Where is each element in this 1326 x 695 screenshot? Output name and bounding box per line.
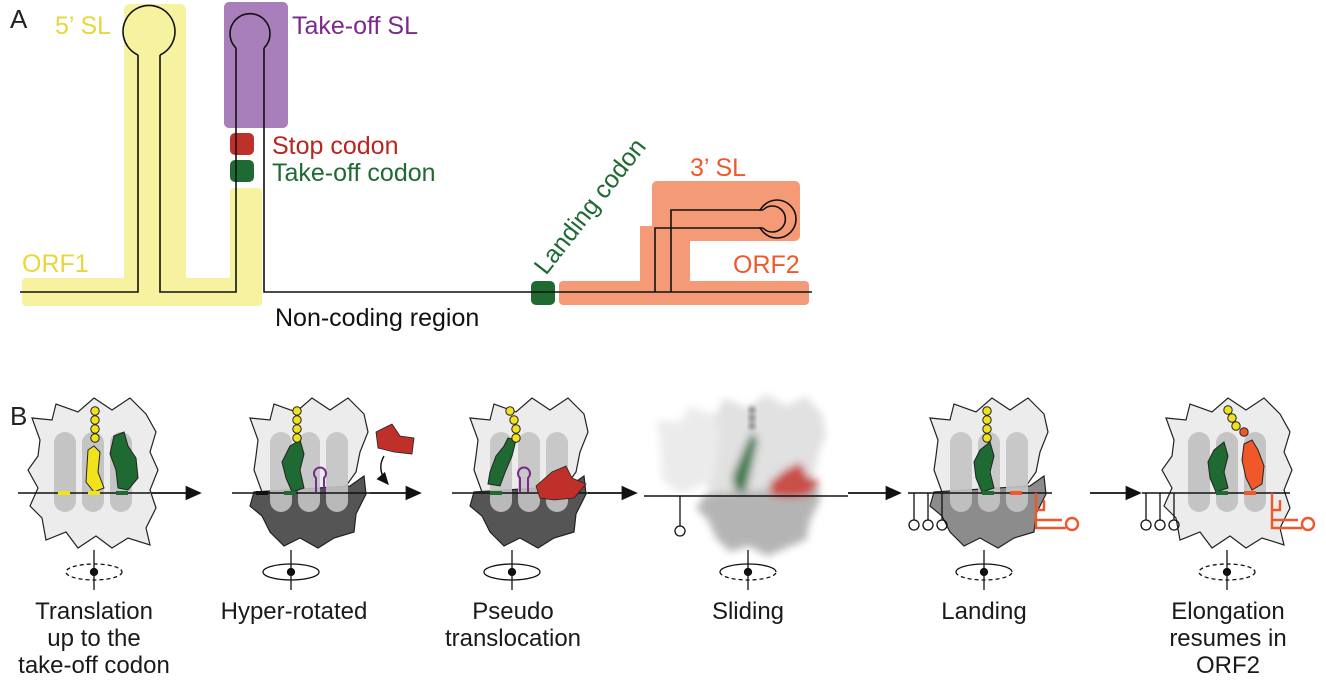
orf2-label: ORF2 [733,251,800,279]
rotation-icon-5 [955,550,1013,590]
step-3-ribosome [452,397,590,590]
step-3-caption: Pseudo translocation [444,598,582,652]
panel-b-label: B [10,401,27,431]
step-5-caption: Landing [941,598,1027,625]
landing-codon-label: Landing codon [529,133,652,280]
rotation-icon-3 [483,550,541,590]
rotation-icon-6 [1198,550,1256,590]
step-1-caption: Translation up to the take-off codon [18,598,170,679]
orf1-label: ORF1 [22,250,89,278]
orf1-highlight [22,4,262,306]
rotation-icon-2 [262,550,320,590]
step-6-ribosome [1140,397,1316,590]
landing-codon-box [531,281,555,305]
takeoff-codon-box [230,160,254,182]
step-6-caption: Elongation resumes in ORF2 [1169,598,1287,679]
step-1-ribosome [18,397,159,590]
release-factor [375,423,415,455]
rotation-icon-4 [719,550,777,590]
step-5-ribosome [908,397,1080,590]
rotation-icon-1 [65,550,123,590]
noncoding-label: Non-coding region [275,304,479,332]
panel-b: B [10,394,1316,590]
takeoff-codon-label: Take-off codon [272,159,436,187]
stop-codon-box [230,133,254,155]
rna-structure [20,4,812,293]
step-2-caption: Hyper-rotated [220,598,368,625]
takeoff-sl-highlight [224,2,288,128]
step-2-ribosome [232,397,415,590]
panel-a: A [10,2,812,332]
sl3-label: 3’ SL [690,154,746,182]
step-4-caption: Sliding [711,598,785,625]
panel-a-label: A [10,4,28,34]
stop-codon-label: Stop codon [272,132,399,160]
step-4-ribosome [644,394,848,590]
sl5-label: 5’ SL [55,12,111,40]
takeoff-sl-label: Take-off SL [292,12,418,40]
